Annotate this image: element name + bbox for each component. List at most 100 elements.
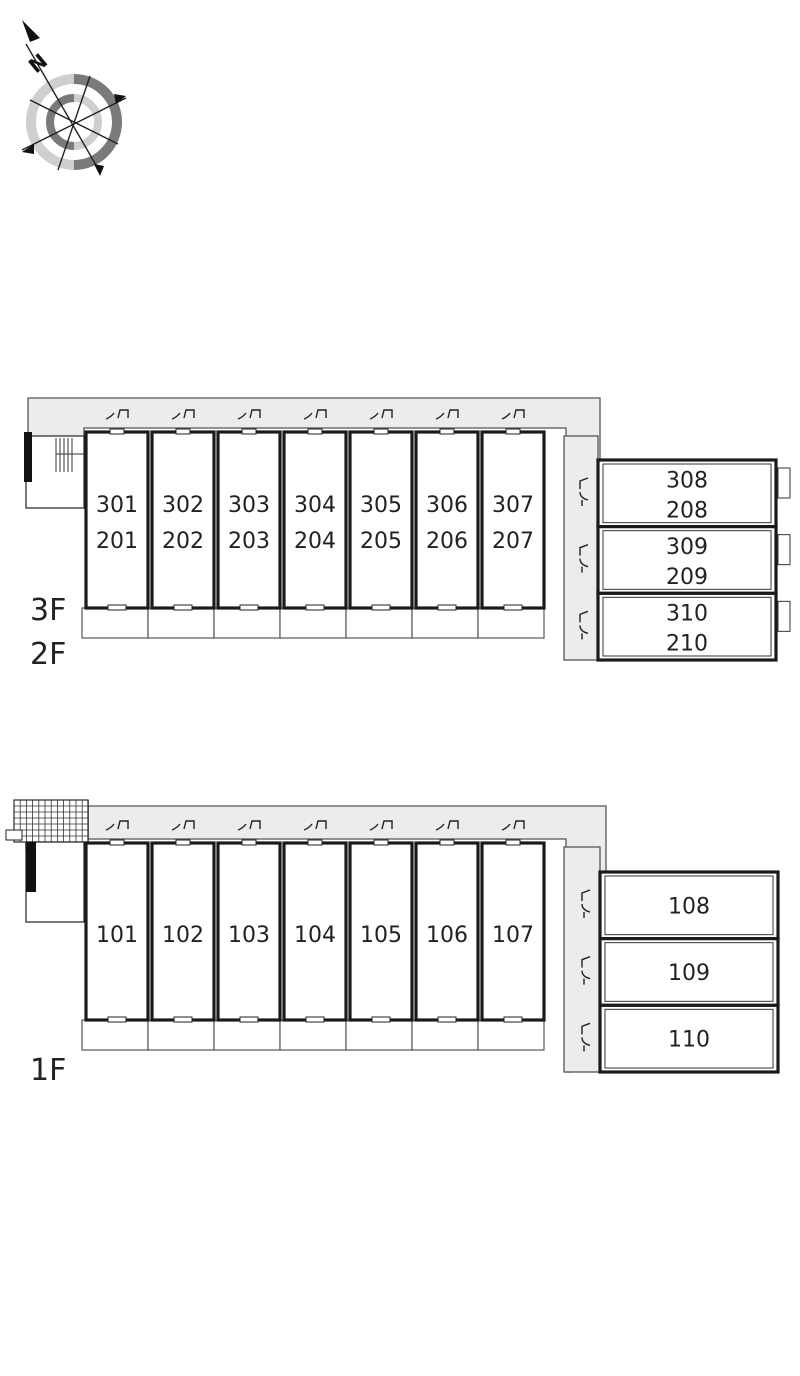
balcony <box>81 607 149 639</box>
unit-wall <box>282 430 348 610</box>
building-upper-floors: 3012013022023032033042043052053062063072… <box>24 397 791 672</box>
window <box>305 1016 325 1023</box>
stair-step <box>5 829 23 841</box>
unit-number: 303 <box>228 493 270 518</box>
door-icon <box>501 820 525 831</box>
balcony <box>147 607 215 639</box>
window <box>307 839 323 846</box>
outdoor-unit <box>777 600 791 632</box>
stairs <box>24 432 85 509</box>
window <box>371 604 391 611</box>
unit-number: 301 <box>96 493 138 518</box>
balcony <box>345 607 413 639</box>
side-unit: 108 <box>581 870 780 941</box>
window <box>241 428 257 435</box>
unit-number: 102 <box>162 923 204 948</box>
door-icon <box>581 956 591 985</box>
unit: 101 <box>84 820 150 1023</box>
window <box>239 604 259 611</box>
compass-north-arrow <box>22 20 40 42</box>
balcony <box>411 607 479 639</box>
door-icon <box>435 409 459 420</box>
unit-number: 105 <box>360 923 402 948</box>
door-icon <box>435 820 459 831</box>
window <box>437 1016 457 1023</box>
unit-wall <box>480 430 546 610</box>
unit-number: 208 <box>666 498 708 523</box>
compass-ring-shade <box>73 74 123 170</box>
door-icon <box>171 409 195 420</box>
floor-label: 2F <box>30 637 66 672</box>
unit-number: 202 <box>162 529 204 554</box>
window <box>439 428 455 435</box>
door-icon <box>579 610 589 640</box>
window <box>109 428 125 435</box>
unit-wall <box>596 525 778 595</box>
unit: 102 <box>150 820 216 1023</box>
unit-number: 203 <box>228 529 270 554</box>
unit-number: 107 <box>492 923 534 948</box>
unit-number: 308 <box>666 468 708 493</box>
window <box>239 1016 259 1023</box>
compass-inner-shade <box>46 94 75 150</box>
window <box>307 428 323 435</box>
window <box>175 428 191 435</box>
compass-arrowhead <box>114 94 126 104</box>
unit-wall <box>596 591 778 662</box>
unit-number: 104 <box>294 923 336 948</box>
unit-number: 206 <box>426 529 468 554</box>
unit: 107 <box>480 820 546 1023</box>
balcony <box>411 1019 479 1051</box>
door-icon <box>303 409 327 420</box>
balcony <box>81 1019 149 1051</box>
unit-wall <box>150 430 216 610</box>
unit: 103 <box>216 820 282 1023</box>
window <box>109 839 125 846</box>
unit-number: 307 <box>492 493 534 518</box>
window <box>107 1016 127 1023</box>
unit-wall <box>84 430 150 610</box>
balcony <box>477 607 545 639</box>
compass-axis <box>25 43 101 173</box>
door-icon <box>579 477 589 506</box>
unit-inner <box>604 942 774 1002</box>
unit-wall <box>596 458 778 529</box>
stairs <box>5 799 89 923</box>
unit-wall <box>414 430 480 610</box>
compass-arrowhead <box>22 144 34 154</box>
unit-number: 110 <box>668 1028 710 1053</box>
window <box>107 604 127 611</box>
balcony <box>345 1019 413 1051</box>
unit-number: 309 <box>666 535 708 560</box>
door-icon <box>581 1022 591 1052</box>
window <box>439 839 455 846</box>
unit-number: 201 <box>96 529 138 554</box>
stair-wall <box>26 842 36 892</box>
unit-number: 306 <box>426 493 468 518</box>
window <box>305 604 325 611</box>
unit-inner <box>604 1008 774 1069</box>
unit: 106 <box>414 820 480 1023</box>
window <box>241 839 257 846</box>
compass-arrowhead <box>94 164 104 176</box>
window <box>173 1016 193 1023</box>
unit-inner <box>602 530 772 590</box>
unit-inner <box>602 596 772 657</box>
balcony <box>279 1019 347 1051</box>
unit-number: 103 <box>228 923 270 948</box>
door-icon <box>237 820 261 831</box>
unit-wall <box>348 430 414 610</box>
outdoor-unit <box>777 534 791 566</box>
door-icon <box>369 409 393 420</box>
unit-wall <box>598 1003 780 1074</box>
side-unit: 110 <box>581 1003 780 1074</box>
